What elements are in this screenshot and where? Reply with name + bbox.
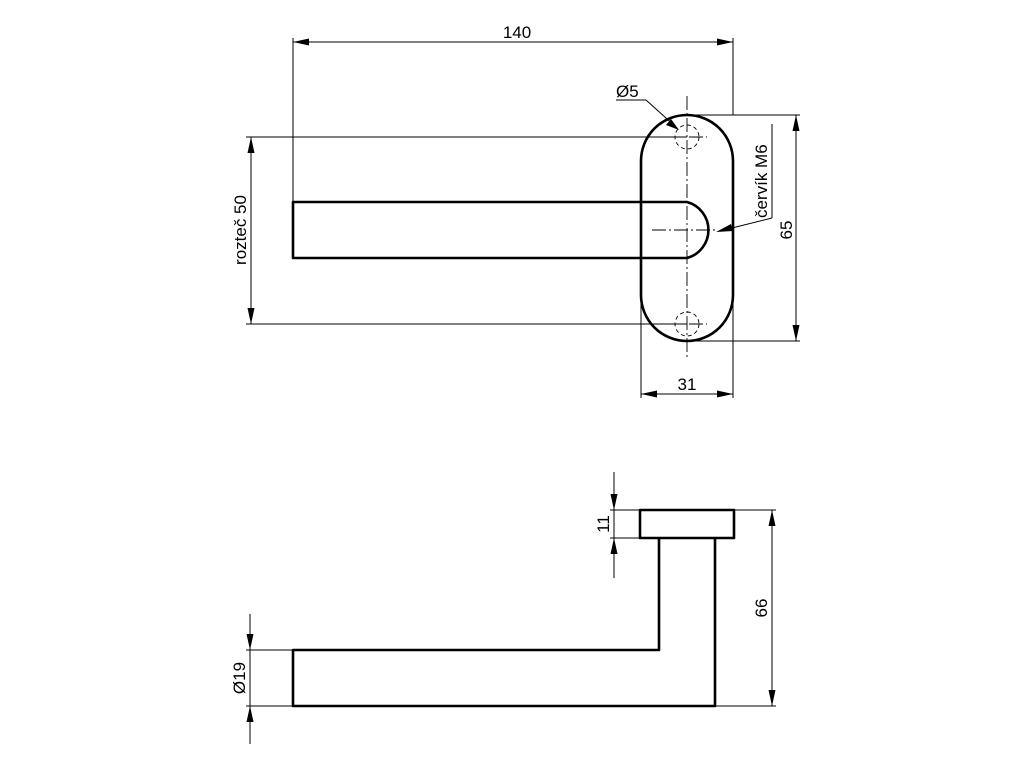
set-screw-label: červík M6: [752, 144, 771, 218]
side-view: 11 66 Ø19: [230, 472, 776, 744]
projection-label: 66: [752, 599, 771, 618]
dim-hole-diameter: Ø5: [616, 82, 679, 130]
rosette-height-label: 65: [777, 221, 796, 240]
dim-overall-length: 140: [292, 23, 734, 202]
dim-rosette-height: 65: [687, 114, 800, 342]
front-view: 140 Ø5 červík M6 rozteč 50: [231, 23, 800, 398]
dim-lever-diameter: Ø19: [230, 614, 293, 744]
dim-rosette-width: 31: [640, 295, 734, 398]
lever-outline: [291, 200, 710, 260]
rosette-thickness-label: 11: [594, 515, 613, 533]
overall-length-label: 140: [503, 23, 531, 42]
dim-rosette-thickness: 11: [594, 472, 640, 578]
side-lever-outline: [291, 538, 717, 708]
side-rosette-outline: [638, 508, 736, 540]
rosette-width-label: 31: [678, 375, 697, 394]
hole-spacing-label: rozteč 50: [231, 195, 250, 265]
dim-projection: 66: [715, 509, 776, 707]
dim-hole-spacing: rozteč 50: [231, 136, 687, 325]
dim-set-screw: červík M6: [716, 124, 773, 232]
lever-diameter-label: Ø19: [230, 662, 249, 694]
hole-diameter-label: Ø5: [616, 82, 639, 101]
